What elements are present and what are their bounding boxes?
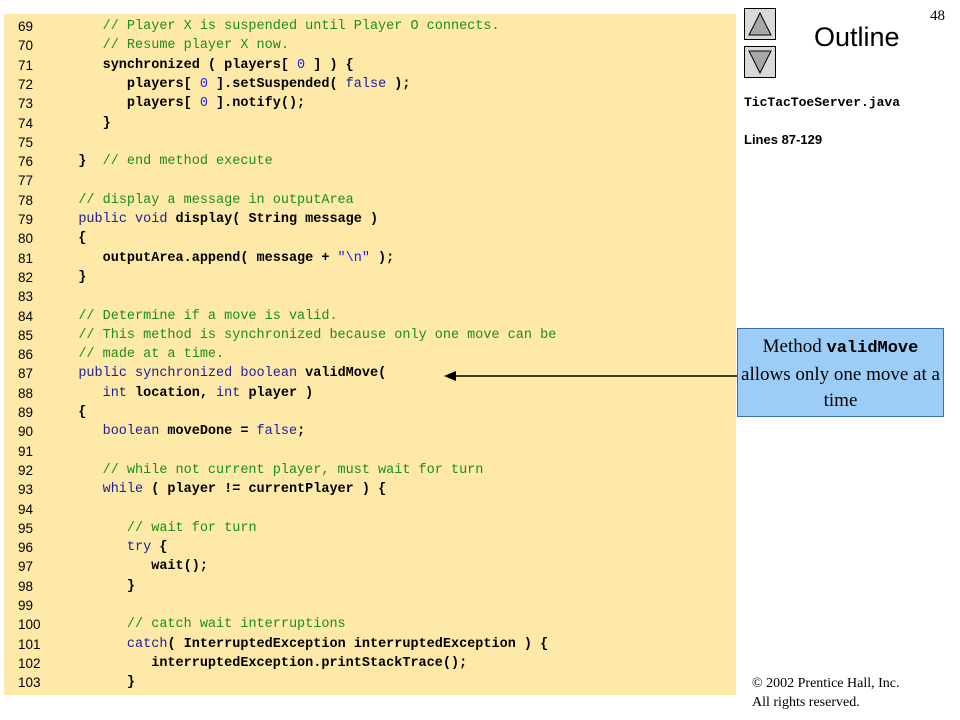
line-number: 83 xyxy=(18,289,34,305)
line-number: 103 xyxy=(18,675,41,691)
line-number: 84 xyxy=(18,308,34,324)
line-number: 80 xyxy=(18,231,34,247)
outline-title: Outline xyxy=(814,22,900,52)
line-number: 102 xyxy=(18,655,41,671)
line-number: 85 xyxy=(18,327,34,343)
code-text: { xyxy=(54,231,87,247)
code-text: try { xyxy=(126,540,168,556)
code-text: // wait for turn xyxy=(126,520,257,536)
code-text: } xyxy=(54,115,111,131)
copyright-line-1: © 2002 Prentice Hall, Inc. xyxy=(752,676,900,691)
copyright: © 2002 Prentice Hall, Inc. All rights re… xyxy=(752,674,900,712)
line-number: 82 xyxy=(18,269,34,285)
line-number: 101 xyxy=(18,636,41,652)
code-text: // Resume player X now. xyxy=(102,38,289,54)
code-text: } xyxy=(54,578,136,594)
line-number: 91 xyxy=(18,443,34,459)
copyright-line-2: All rights reserved. xyxy=(752,695,860,710)
code-text: wait(); xyxy=(54,559,208,575)
line-number: 79 xyxy=(18,212,34,227)
line-number: 92 xyxy=(18,462,34,478)
line-number: 96 xyxy=(18,540,34,556)
code-text: int location, int player ) xyxy=(102,385,314,401)
code-text: // while not current player, must wait f… xyxy=(102,462,484,478)
line-number: 70 xyxy=(18,38,34,54)
line-number: 81 xyxy=(18,250,34,266)
callout-box: Method validMove allows only one move at… xyxy=(737,328,944,417)
code-text: // catch wait interruptions xyxy=(126,617,346,633)
code-text: catch( InterruptedException interruptedE… xyxy=(126,636,549,652)
code-text: // display a message in outputArea xyxy=(78,192,354,208)
line-number: 99 xyxy=(18,598,34,613)
line-number: 74 xyxy=(18,115,34,131)
line-number: 88 xyxy=(18,385,34,401)
code-text: while ( player != currentPlayer ) { xyxy=(102,482,387,498)
code-text: { xyxy=(54,405,87,420)
line-number: 89 xyxy=(18,405,34,420)
code-text: synchronized ( players[ 0 ] ) { xyxy=(54,57,354,73)
line-number: 72 xyxy=(18,76,34,92)
file-name: TicTacToeServer.java xyxy=(744,95,901,110)
code-text: public void display( String message ) xyxy=(78,212,379,227)
triangle-down-icon xyxy=(748,50,772,74)
code-text: public synchronized boolean validMove( xyxy=(78,366,387,382)
callout-arrow xyxy=(444,371,737,381)
line-number: 90 xyxy=(18,424,34,440)
code-text: players[ 0 ].setSuspended( false ); xyxy=(54,76,411,92)
line-number: 78 xyxy=(18,192,34,208)
triangle-up-icon xyxy=(748,12,772,36)
line-number: 77 xyxy=(18,173,34,189)
code-text: players[ 0 ].notify(); xyxy=(54,96,306,112)
code-text: interruptedException.printStackTrace(); xyxy=(54,655,468,671)
line-number: 97 xyxy=(18,559,34,575)
previous-slide-button[interactable] xyxy=(744,8,776,40)
code-listing: 69 // Player X is suspended until Player… xyxy=(4,14,736,695)
line-number: 94 xyxy=(18,501,34,517)
code-text: // Player X is suspended until Player O … xyxy=(102,19,500,34)
slide-number: 48 xyxy=(930,8,945,24)
line-number: 86 xyxy=(18,347,34,363)
lines-label: Lines 87-129 xyxy=(744,132,823,147)
line-number: 93 xyxy=(18,482,34,498)
line-number: 76 xyxy=(18,154,34,170)
code-text: } xyxy=(54,675,136,691)
callout-text-pre: Method xyxy=(762,336,827,357)
line-number: 98 xyxy=(18,578,34,594)
line-number: 95 xyxy=(18,520,34,536)
code-text: } // end method execute xyxy=(54,154,273,170)
code-text: // This method is synchronized because o… xyxy=(78,327,557,343)
line-number: 69 xyxy=(18,19,34,34)
code-text: // Determine if a move is valid. xyxy=(78,308,338,324)
code-text: outputArea.append( message + "\n" ); xyxy=(54,250,395,266)
line-number: 100 xyxy=(18,617,41,633)
line-number: 73 xyxy=(18,96,34,112)
line-number: 87 xyxy=(18,366,34,382)
callout-text-post: allows only one move at a time xyxy=(741,364,940,411)
code-text: } xyxy=(54,269,87,285)
next-slide-button[interactable] xyxy=(744,46,776,78)
line-number: 75 xyxy=(18,134,34,150)
callout-code: validMove xyxy=(826,339,919,358)
code-text: boolean moveDone = false; xyxy=(102,424,306,440)
code-text: // made at a time. xyxy=(78,347,225,363)
line-number: 71 xyxy=(18,57,34,73)
